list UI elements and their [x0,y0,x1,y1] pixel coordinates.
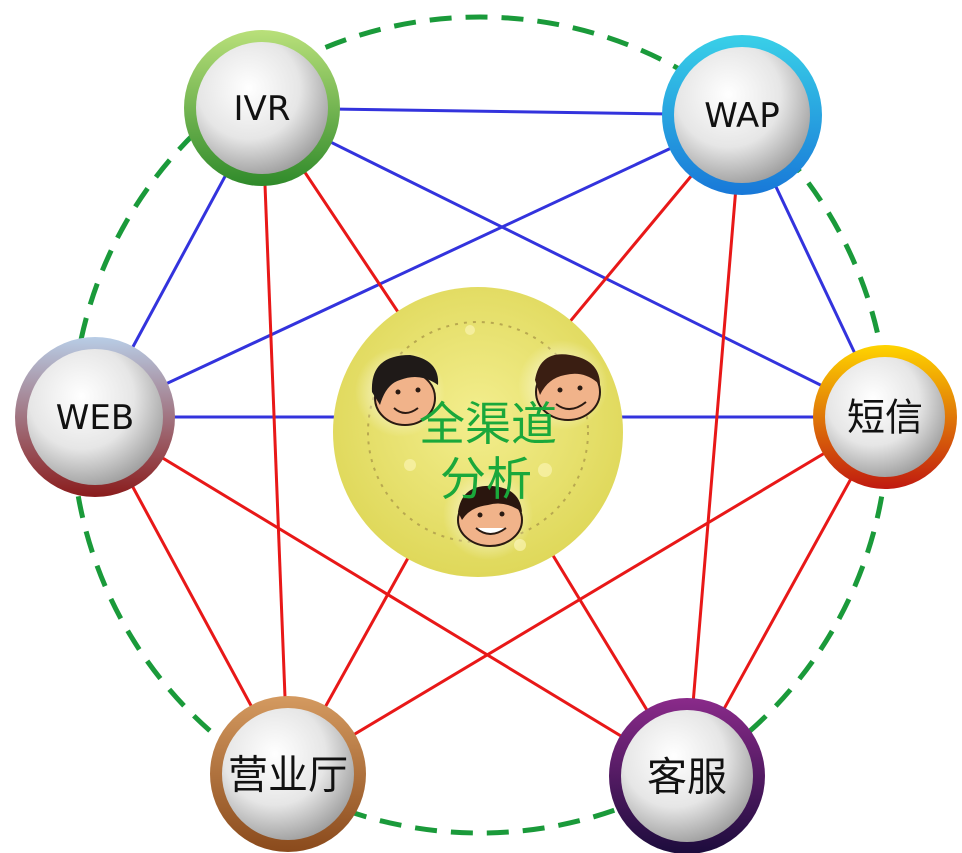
channel-node-kefu: 客服 [609,698,765,853]
node-ball-web [27,349,163,485]
channel-node-ivr: IVR [184,30,340,186]
blue-connector-ivr-wap [261,106,743,117]
red-connector-sms-yingyeting [287,415,886,776]
center-title-line2: 分析 [440,452,532,506]
channel-node-wap: WAP [662,35,822,195]
node-ball-kefu [621,710,753,842]
hub-dot-decoration [538,463,552,477]
face-icon-left [355,347,445,437]
node-label-wap: WAP [704,96,780,136]
red-connector-wap-kefu [685,114,744,777]
center-hub: 全渠道 分析 [333,287,623,577]
node-ball-sms [825,357,945,477]
channel-node-yingyeting: 营业厅 [210,696,366,852]
hub-dot-decoration [465,325,475,335]
red-connector-web-kefu [94,415,688,778]
face-icon-bottom [443,470,533,560]
node-label-ivr: IVR [234,89,291,129]
channel-node-sms: 短信 [813,345,957,489]
node-label-kefu: 客服 [647,754,727,800]
node-ball-wap [674,47,810,183]
node-ball-yingyeting [222,708,354,840]
node-label-yingyeting: 营业厅 [228,752,348,798]
node-ball-ivr [196,42,328,174]
red-connector-ivr-yingyeting [260,107,290,775]
channel-node-web: WEB [15,337,175,497]
node-label-sms: 短信 [847,396,923,440]
hub-dot-decoration [404,459,416,471]
blue-connector-wap-web [94,113,743,419]
blue-connector-ivr-sms [261,106,886,419]
node-label-web: WEB [56,398,134,438]
face-icon-right [518,340,608,430]
center-title-line1: 全渠道 [419,397,557,451]
